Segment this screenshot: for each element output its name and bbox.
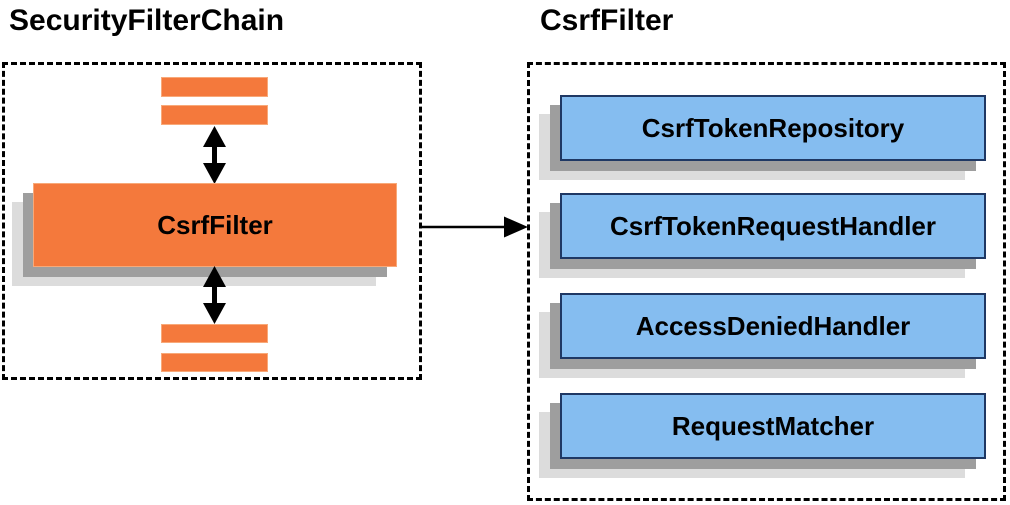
csrf-filter-components-container [527, 62, 1006, 501]
double-arrow-up-icon [203, 126, 226, 184]
flow-arrow-icon [421, 216, 528, 238]
filter-bar-top-2 [161, 105, 268, 125]
double-arrow-down-icon [203, 266, 226, 324]
csrf-filter-box: CsrfFilter [33, 183, 397, 267]
security-filter-chain-container [2, 62, 422, 380]
csrf-filter-title: CsrfFilter [540, 4, 674, 37]
component-box-csrf-token-request-handler: CsrfTokenRequestHandler [560, 193, 986, 259]
security-filter-chain-title: SecurityFilterChain [9, 4, 285, 37]
component-box-access-denied-handler: AccessDeniedHandler [560, 293, 986, 359]
filter-bar-bottom-2 [161, 353, 268, 372]
component-box-request-matcher: RequestMatcher [560, 393, 986, 459]
component-box-csrf-token-repository: CsrfTokenRepository [560, 95, 986, 161]
filter-bar-top-1 [161, 77, 268, 97]
filter-bar-bottom-1 [161, 324, 268, 343]
